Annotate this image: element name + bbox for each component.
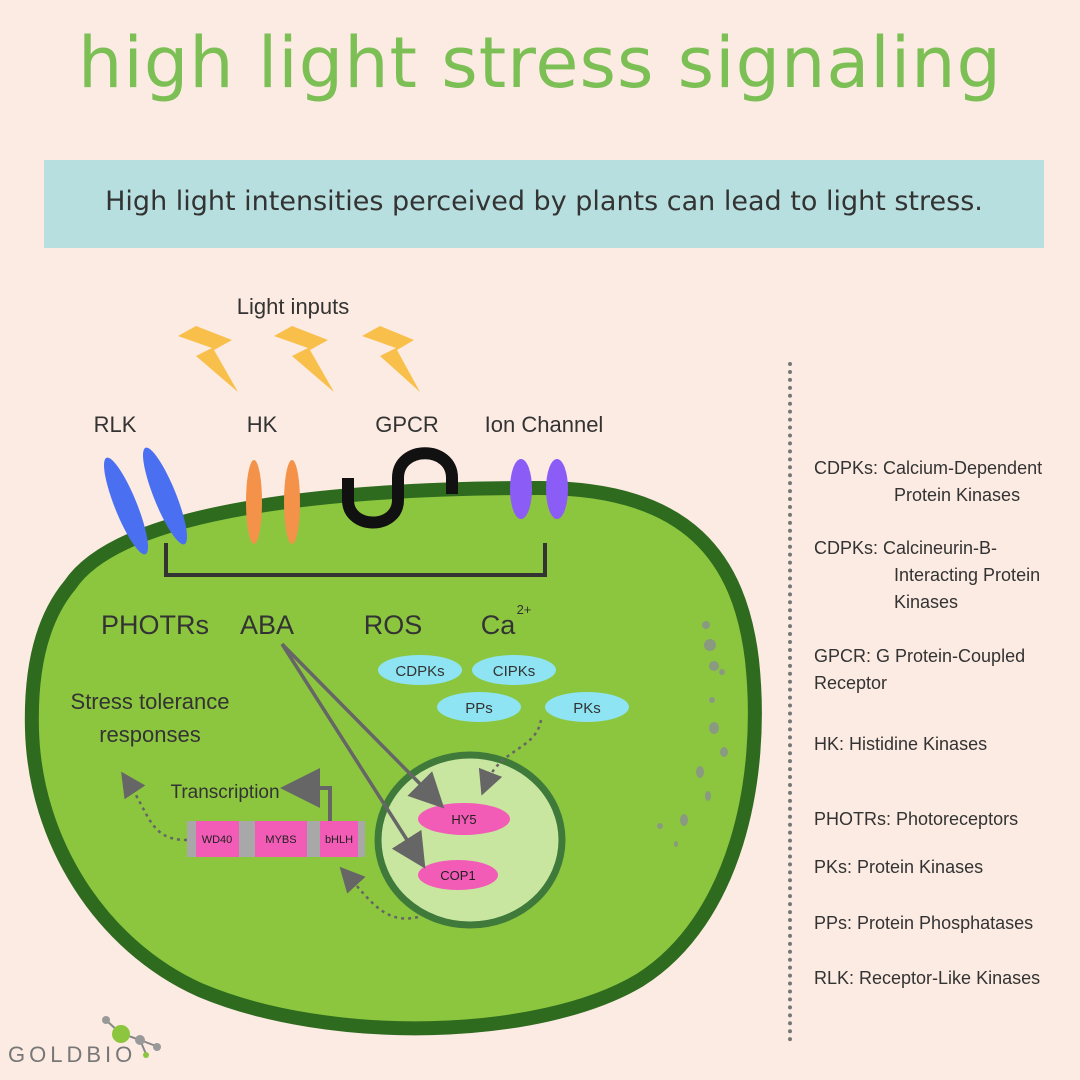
- gene-domain-bhlh: bHLH: [325, 834, 353, 846]
- receptor-label-ion-channel: Ion Channel: [485, 412, 604, 437]
- legend-item-rlk: RLK: Receptor-Like Kinases: [814, 965, 1040, 992]
- legend-line: RLK: Receptor-Like Kinases: [814, 968, 1041, 988]
- stress-responses-line2: responses: [99, 722, 201, 747]
- legend-line: Kinases: [894, 592, 959, 612]
- pks-to-nucleus-arrow: [478, 719, 543, 796]
- stress-responses-line1: Stress tolerance: [71, 689, 230, 714]
- vesicle-dots: [657, 621, 728, 847]
- legend-divider: [788, 362, 792, 1042]
- hy5-oval: [418, 803, 510, 835]
- kinase-label-cipks: CIPKs: [493, 663, 536, 680]
- kinase-label-pps: PPs: [465, 700, 493, 717]
- legend-line: Receptor: [814, 673, 888, 693]
- subtitle-text: High light intensities perceived by plan…: [105, 186, 983, 217]
- legend-line: PKs: Protein Kinases: [814, 857, 984, 877]
- kinase-oval-cipks: [472, 655, 556, 685]
- legend-item-hk: HK: Histidine Kinases: [814, 731, 987, 758]
- lightning-icon: [178, 326, 238, 392]
- legend-item-cdpks: CDPKs: Calcium-Dependent Protein Kinases: [814, 455, 1042, 509]
- cop1-label: COP1: [440, 868, 475, 883]
- page-title: high light stress signaling: [78, 22, 1002, 104]
- signal-aba: ABA: [240, 610, 294, 640]
- receptor-bracket: [164, 543, 547, 577]
- subtitle-banner: [44, 160, 1044, 248]
- kinase-oval-pks: [545, 692, 629, 722]
- goldbio-molecule-icon: [102, 1016, 161, 1058]
- legend-item-cipks: CDPKs: Calcineurin-B- Interacting Protei…: [814, 535, 1040, 616]
- aba-to-hy5-arrow: [280, 642, 445, 809]
- legend-line: GPCR: G Protein-Coupled: [814, 646, 1026, 666]
- goldbio-logo: GOLDBIO: [8, 1042, 137, 1067]
- lightning-icon: [274, 326, 334, 392]
- legend-item-pps: PPs: Protein Phosphatases: [814, 910, 1033, 937]
- legend-line: PHOTRs: Photoreceptors: [814, 809, 1019, 829]
- legend-line: CDPKs: Calcineurin-B-: [814, 538, 998, 558]
- gene-domain-wd40: WD40: [202, 834, 233, 846]
- lightning-icon: [362, 326, 420, 392]
- hy5-label: HY5: [451, 812, 476, 827]
- transcription-label: Transcription: [170, 782, 279, 803]
- legend-line: PPs: Protein Phosphatases: [814, 913, 1034, 933]
- gene-domain-wd40-box: [196, 821, 239, 857]
- legend-line: HK: Histidine Kinases: [814, 734, 988, 754]
- gpcr-receptor: [342, 447, 458, 529]
- light-inputs-label: Light inputs: [237, 294, 350, 319]
- legend-item-gpcr: GPCR: G Protein-Coupled Receptor: [814, 643, 1025, 697]
- rlk-receptor: [104, 447, 187, 555]
- transcription-arrow: [280, 768, 332, 822]
- kinase-oval-cdpks: [378, 655, 462, 685]
- signal-photrs: PHOTRs: [101, 610, 209, 640]
- nucleus-to-gene-arrow: [339, 866, 419, 920]
- kinase-label-cdpks: CDPKs: [395, 663, 444, 680]
- legend-item-pks: PKs: Protein Kinases: [814, 854, 983, 881]
- signal-ca-charge: 2+: [517, 602, 532, 617]
- ion-channel: [510, 459, 568, 519]
- cop1-oval: [418, 860, 498, 890]
- aba-to-cop1-arrow: [280, 643, 426, 869]
- gene-domain-bhlh-box: [320, 821, 358, 857]
- receptor-label-rlk: RLK: [94, 412, 137, 437]
- receptor-label-hk: HK: [247, 412, 278, 437]
- gene-domain-mybs-box: [255, 821, 307, 857]
- receptor-label-gpcr: GPCR: [375, 412, 439, 437]
- signal-ca: Ca: [481, 610, 516, 640]
- legend-line: Protein Kinases: [894, 485, 1021, 505]
- gene-domain-mybs: MYBS: [265, 834, 296, 846]
- hk-receptor: [246, 460, 300, 544]
- legend-line: Interacting Protein: [894, 565, 1041, 585]
- kinase-oval-pps: [437, 692, 521, 722]
- signal-ros: ROS: [364, 610, 423, 640]
- kinase-label-pks: PKs: [573, 700, 601, 717]
- legend-line: CDPKs: Calcium-Dependent: [814, 458, 1043, 478]
- legend-item-photrs: PHOTRs: Photoreceptors: [814, 806, 1018, 833]
